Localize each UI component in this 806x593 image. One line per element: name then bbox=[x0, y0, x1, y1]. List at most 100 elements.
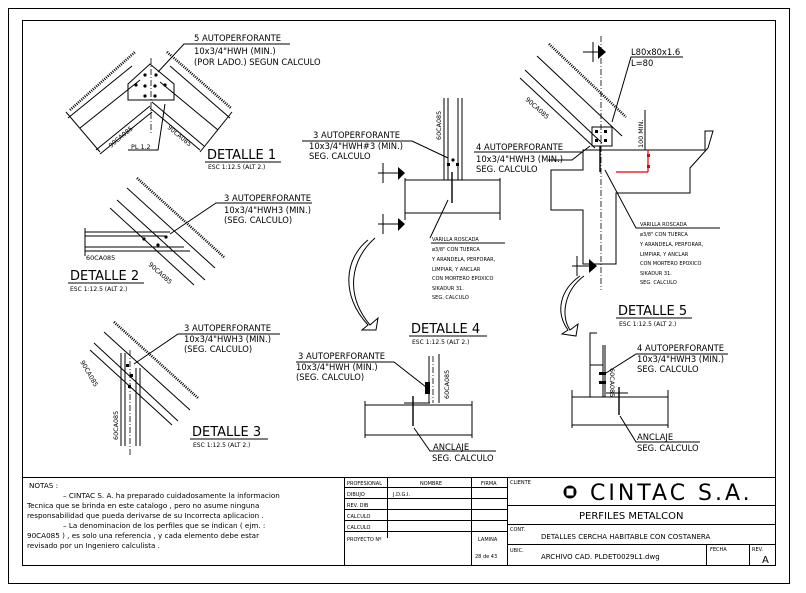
detail-2-callout-line-1: 3 AUTOPERFORANTE bbox=[224, 193, 311, 203]
fecha-label: FECHA bbox=[710, 547, 727, 553]
detail-4-top-right-callout-line-3: SEG. CALCULO bbox=[476, 164, 538, 174]
detail-4-bottom-callout-line-1: 3 AUTOPERFORANTE bbox=[298, 351, 385, 361]
detail-4-anchor-line-1: ANCLAJE bbox=[433, 442, 469, 452]
outer-frame bbox=[8, 8, 790, 584]
inner-frame bbox=[22, 20, 776, 566]
detail-4-section-profile: 60CA085 bbox=[435, 111, 443, 140]
detail-5-rod-note-line-3: Y ARANDELA, PERFORAR, bbox=[639, 242, 704, 248]
notes-line-4: – La denominacion de los perfiles que se… bbox=[63, 521, 265, 530]
detail-3-profile-vertical: 60CA085 bbox=[112, 411, 120, 440]
detail-1-callout-line-3: (POR LADO.) SEGUN CALCULO bbox=[194, 57, 321, 67]
notes-line-1: – CINTAC S. A. ha preparado cuidadosamen… bbox=[63, 491, 280, 500]
detail-1-callout-line-1: 5 AUTOPERFORANTE bbox=[194, 33, 281, 43]
detail-2-callout-line-3: (SEG. CALCULO) bbox=[224, 215, 292, 225]
detail-4-top-callout-line-2: 10x3/4"HWH#3 (MIN.) bbox=[309, 141, 403, 151]
detail-4-title: DETALLE 4 bbox=[411, 322, 480, 337]
rev-label: REV. bbox=[752, 547, 763, 553]
detail-4-rod-note-line-3: Y ARANDELA, PERFORAR, bbox=[431, 257, 496, 263]
header-profesional: PROFESIONAL bbox=[347, 481, 382, 487]
cont-label: CONT. bbox=[510, 527, 526, 533]
row-role-calculo-2: CALCULO bbox=[347, 525, 370, 531]
subtitle-perfiles: PERFILES METALCON bbox=[579, 511, 683, 522]
rev-value: A bbox=[762, 555, 769, 566]
detail-2-profile-diagonal: 90CA085 bbox=[147, 261, 174, 286]
detail-5-title: DETALLE 5 bbox=[618, 304, 687, 319]
detail-5-bottom-callout-line-2: 10x3/4"HWH3 (MIN.) bbox=[637, 354, 724, 364]
detail-3-title: DETALLE 3 bbox=[192, 425, 261, 440]
detail-3-profile-diagonal: 90CA085 bbox=[78, 359, 100, 388]
row-role-rev-dib: REV. DIB bbox=[347, 503, 369, 509]
detail-4-base-profile: 60CA085 bbox=[443, 370, 451, 399]
contents-description: DETALLES CERCHA HABITABLE CON COSTANERA bbox=[541, 533, 710, 541]
notes-block: NOTAS : – CINTAC S. A. ha preparado cuid… bbox=[26, 481, 280, 550]
ubic-label: UBIC. bbox=[510, 548, 524, 554]
row-role-dibujo: DIBUJO bbox=[347, 492, 365, 498]
detail-5-rod-note-line-1: VARILLA ROSCADA bbox=[640, 222, 687, 228]
cad-file-name: ARCHIVO CAD. PLDET0029L1.dwg bbox=[541, 553, 660, 561]
detail-5-rafter-profile: 90CA085 bbox=[524, 96, 551, 121]
detail-5-rod-note-line-5: CON MORTERO EPOXICO bbox=[640, 261, 702, 267]
detail-4-rod-note-line-6: SIKADUR 31. bbox=[432, 286, 464, 292]
notes-title: NOTAS : bbox=[29, 481, 58, 490]
cintac-logo-icon bbox=[563, 485, 577, 499]
detail-5-rod-note-line-4: LIMPIAR, Y ANCLAR bbox=[640, 252, 689, 258]
detail-3-callout-line-1: 3 AUTOPERFORANTE bbox=[184, 323, 271, 333]
detail-2-drawing bbox=[84, 177, 312, 286]
detail-5-drawing bbox=[519, 36, 720, 337]
detail-4-base-drawing bbox=[296, 354, 496, 452]
proyecto-label: PROYECTO Nº bbox=[347, 537, 382, 543]
detail-3-drawing bbox=[89, 321, 280, 455]
notes-line-5: 90CA085 ) , es solo una referencia , y c… bbox=[27, 531, 259, 540]
detail-2-profile-horizontal: 60CA085 bbox=[86, 254, 115, 262]
detail-4-top-callout-line-3: SEG. CALCULO bbox=[309, 151, 371, 161]
detail-3-scale: ESC 1:12.5 (ALT 2.) bbox=[193, 442, 250, 449]
detail-5-bottom-callout-line-3: SEG. CALCULO bbox=[637, 364, 699, 374]
title-block bbox=[344, 477, 776, 566]
detail-5-base-drawing bbox=[571, 332, 728, 443]
detail-1-callout-line-2: 10x3/4"HWH (MIN.) bbox=[194, 46, 276, 56]
lamina-value: 28 de 43 bbox=[475, 554, 497, 560]
detail-1-title: DETALLE 1 bbox=[207, 148, 276, 163]
row-name-dibujo: J.D.G.I. bbox=[392, 492, 410, 498]
detail-4-top-right-callout-line-2: 10x3/4"HWH3 (MIN.) bbox=[476, 154, 563, 164]
notes-line-6: revisado por un Ingeniero calculista . bbox=[27, 541, 160, 550]
detail-4-rod-note-line-1: VARILLA ROSCADA bbox=[432, 237, 479, 243]
detail-1-plate-label: PL 1.2 bbox=[131, 143, 151, 151]
detail-4-bottom-callout-line-3: (SEG. CALCULO) bbox=[296, 372, 364, 382]
detail-2-callout-line-2: 10x3/4"HWH3 (MIN.) bbox=[224, 205, 311, 215]
detail-4-section-drawing bbox=[302, 98, 501, 331]
detail-4-rod-note-line-5: CON MORTERO EPOXICO bbox=[432, 276, 494, 282]
row-role-calculo-1: CALCULO bbox=[347, 514, 370, 520]
detail-3-callout-line-3: (SEG. CALCULO) bbox=[184, 344, 252, 354]
detail-3-callout-line-2: 10x3/4"HWH3 (MIN.) bbox=[184, 334, 271, 344]
detail-4-rod-note-line-4: LIMPIAR, Y ANCLAR bbox=[432, 267, 481, 273]
detail-2-scale: ESC 1:12.5 (ALT 2.) bbox=[70, 286, 127, 293]
detail-2-title: DETALLE 2 bbox=[70, 269, 139, 284]
detail-5-rod-note-line-2: ø3/8" CON TUERCA bbox=[640, 232, 688, 238]
detail-1-drawing bbox=[65, 43, 290, 155]
detail-5-anchor-line-2: SEG. CALCULO bbox=[637, 443, 699, 453]
company-name: CINTAC S.A. bbox=[590, 481, 753, 506]
detail-5-angle-label: L80x80x1.6 bbox=[631, 47, 680, 57]
cliente-label: CLIENTE bbox=[510, 480, 531, 486]
detail-4-rod-note-line-7: SEG. CALCULO bbox=[432, 295, 469, 301]
detail-4-top-callout-line-1: 3 AUTOPERFORANTE bbox=[313, 130, 400, 140]
detail-5-angle-length: L=80 bbox=[631, 58, 653, 68]
detail-4-scale: ESC 1:12.5 (ALT 2.) bbox=[412, 339, 469, 346]
detail-5-dimension: 100 MIN. bbox=[637, 120, 645, 148]
lamina-label: LAMINA bbox=[478, 537, 498, 543]
detail-1-scale: ESC 1:12.5 (ALT 2.) bbox=[208, 164, 265, 171]
detail-4-top-right-callout-line-1: 4 AUTOPERFORANTE bbox=[476, 142, 563, 152]
detail-5-rod-note-line-7: SEG. CALCULO bbox=[640, 280, 677, 286]
detail-4-rod-note-line-2: ø3/8" CON TUERCA bbox=[432, 247, 480, 253]
header-firma: FIRMA bbox=[481, 481, 497, 487]
detail-4-bottom-callout-line-2: 10x3/4"HWH (MIN.) bbox=[296, 362, 378, 372]
detail-4-anchor-line-2: SEG. CALCULO bbox=[432, 453, 494, 463]
detail-5-rod-note-line-6: SIKADUR 31. bbox=[640, 271, 672, 277]
header-nombre: NOMBRE bbox=[420, 481, 442, 487]
notes-line-3: responsabilidad que pueda derivarse de s… bbox=[27, 511, 264, 520]
detail-5-scale: ESC 1:12.5 (ALT 2.) bbox=[619, 321, 676, 328]
notes-line-2: Tecnica que se brinda en este catalogo ,… bbox=[26, 501, 259, 510]
detail-5-anchor-line-1: ANCLAJE bbox=[637, 432, 673, 442]
